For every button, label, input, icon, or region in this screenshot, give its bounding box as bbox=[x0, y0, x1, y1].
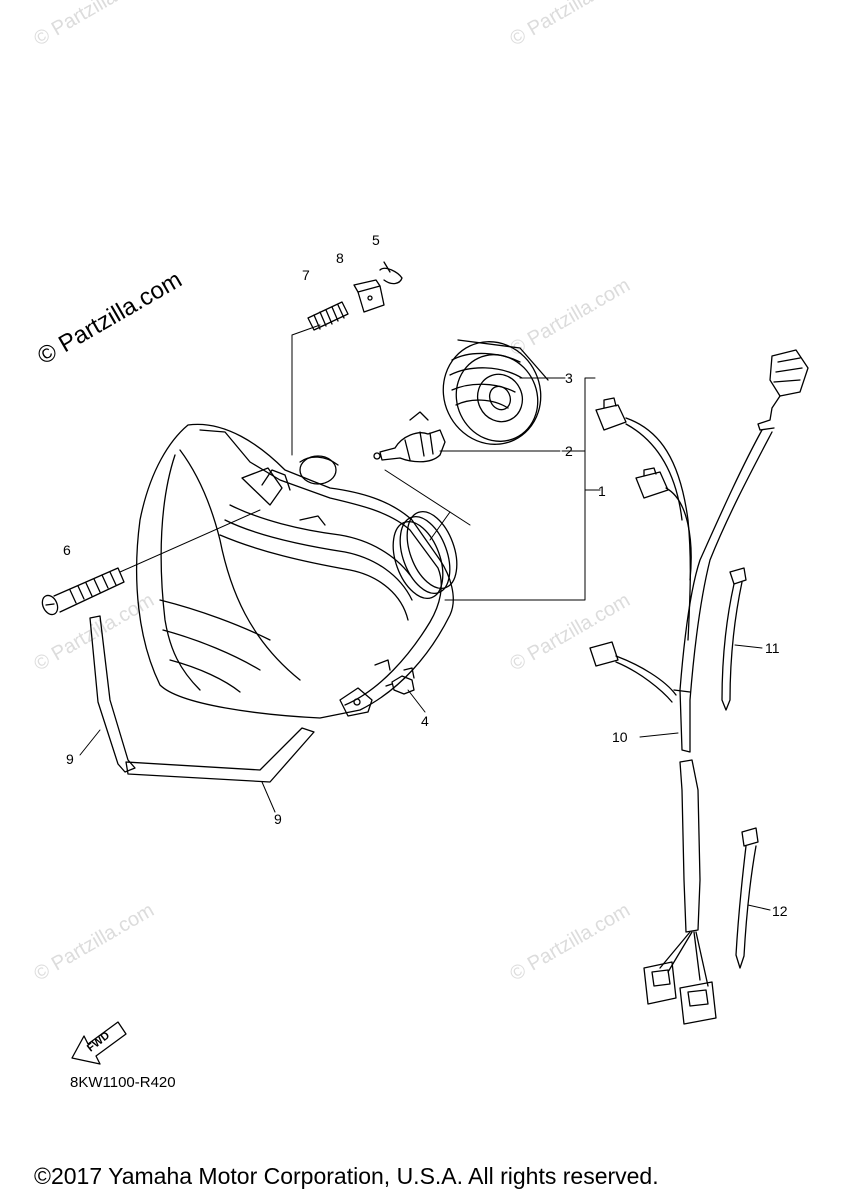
diagram-code: 8KW1100-R420 bbox=[70, 1074, 176, 1091]
wire-harness bbox=[589, 349, 809, 1025]
callout-11: 11 bbox=[765, 640, 780, 656]
callout-1: 1 bbox=[598, 483, 606, 499]
adjust-spring bbox=[307, 301, 349, 331]
callout-7: 7 bbox=[302, 267, 310, 283]
clip-nut bbox=[353, 279, 385, 313]
headlight-housing bbox=[135, 423, 458, 719]
copyright-notice: ©2017 Yamaha Motor Corporation, U.S.A. A… bbox=[34, 1163, 659, 1189]
cable-tie bbox=[721, 567, 747, 711]
callout-12: 12 bbox=[772, 903, 788, 919]
leader-lines bbox=[79, 324, 771, 911]
callout-9: 9 bbox=[66, 751, 74, 767]
position-bulb bbox=[385, 667, 415, 695]
callout-4: 4 bbox=[421, 713, 429, 729]
callout-10: 10 bbox=[612, 729, 628, 745]
callout-5: 5 bbox=[372, 232, 380, 248]
callout-2: 2 bbox=[565, 443, 573, 459]
callout-9: 9 bbox=[274, 811, 282, 827]
clip bbox=[379, 261, 403, 285]
callout-6: 6 bbox=[63, 542, 71, 558]
adjust-screw bbox=[41, 567, 125, 616]
callout-3: 3 bbox=[565, 370, 573, 386]
bulb-socket bbox=[442, 339, 549, 445]
cable-tie bbox=[735, 827, 759, 969]
callout-8: 8 bbox=[336, 250, 344, 266]
fwd-arrow-icon bbox=[71, 1021, 127, 1065]
trim-bands bbox=[89, 615, 315, 783]
headlight-bulb bbox=[373, 411, 446, 463]
